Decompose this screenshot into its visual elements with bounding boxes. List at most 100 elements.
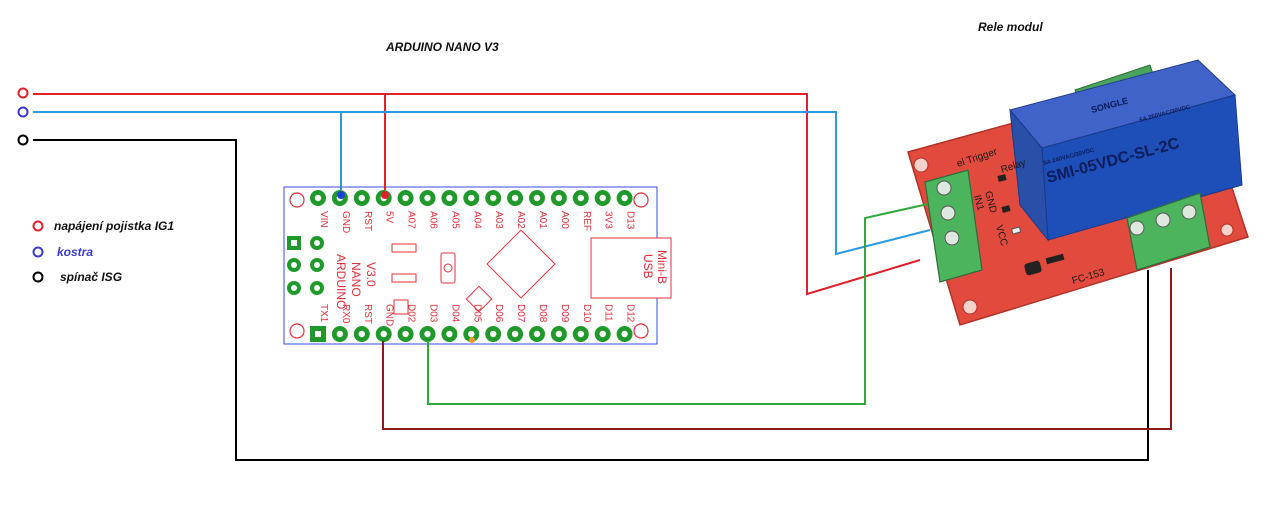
bottom-pin-hole xyxy=(533,330,541,338)
top-pin-label: A06 xyxy=(428,211,439,229)
top-pin-hole xyxy=(468,194,475,202)
terminal-power-circle xyxy=(17,87,29,99)
bottom-pin-hole xyxy=(336,330,344,338)
bottom-pin-label: D12 xyxy=(625,304,636,323)
board-text-arduino: ARDUINO xyxy=(334,254,348,309)
wire-signal-green xyxy=(427,203,929,405)
smd-led xyxy=(1011,226,1022,235)
transistor xyxy=(1024,260,1042,276)
relay-title: Rele modul xyxy=(978,20,1043,34)
legend-label: spínač ISG xyxy=(60,270,122,284)
bottom-pin-label: RST xyxy=(362,304,373,324)
bottom-pin-label: D07 xyxy=(515,304,526,323)
relay-input-terminal xyxy=(924,169,983,283)
top-pin-label: 5V xyxy=(384,211,395,224)
smd-component xyxy=(391,273,417,283)
wire-ground-blue xyxy=(33,111,931,256)
top-pin-hole xyxy=(511,194,519,202)
bottom-pin-hole xyxy=(555,330,563,338)
top-pin-hole xyxy=(490,194,497,202)
smd-resistor xyxy=(1001,205,1011,213)
bottom-pin-label: D08 xyxy=(537,304,548,323)
top-pin-label: A05 xyxy=(449,211,460,229)
bottom-pin-label: D05 xyxy=(471,304,482,323)
top-pin-label: A03 xyxy=(493,211,504,229)
wires xyxy=(33,93,1172,461)
top-pin-hole xyxy=(621,194,628,202)
relay-input-in1: IN1 xyxy=(971,194,986,212)
bottom-pin-hole xyxy=(402,330,409,338)
relay-output-terminal xyxy=(1126,192,1211,271)
bottom-pin-label: D04 xyxy=(449,304,460,323)
mounting-hole xyxy=(289,192,305,208)
bottom-pin-label: D06 xyxy=(493,304,504,323)
bottom-pin-hole xyxy=(621,330,628,338)
top-pin-hole xyxy=(424,194,431,202)
bottom-pin-label: GND xyxy=(384,304,395,326)
terminal-ground-circle xyxy=(17,106,29,118)
arduino-title: ARDUINO NANO V3 xyxy=(385,40,499,54)
icsp-header xyxy=(287,236,324,295)
top-pin-hole xyxy=(402,194,409,202)
bottom-pin-label: D11 xyxy=(603,304,614,322)
bottom-pin-label: RX0 xyxy=(340,304,351,324)
bottom-pin-hole xyxy=(380,330,387,338)
bottom-pin-hole xyxy=(599,330,606,338)
top-pin-hole xyxy=(533,194,541,202)
top-pin-hole xyxy=(358,194,365,202)
usb-type-label: Mini-B xyxy=(655,250,669,284)
relay-cube-side xyxy=(1009,108,1049,242)
crystal-dot xyxy=(443,263,453,273)
legend-label: kostra xyxy=(57,245,93,259)
top-pin-hole xyxy=(314,194,322,202)
terminal-switch-circle xyxy=(17,134,29,146)
bottom-pin-hole xyxy=(577,330,584,338)
board-text-version: V3.0 xyxy=(364,262,378,287)
smd-resistor xyxy=(997,174,1007,182)
top-pin-label: GND xyxy=(340,211,351,233)
mounting-hole xyxy=(962,299,978,315)
relay-input-vcc: VCC xyxy=(993,224,1009,247)
top-pin-label: A02 xyxy=(515,211,526,229)
usb-label: USB xyxy=(641,254,655,279)
mounting-hole xyxy=(289,323,305,339)
top-pin-hole xyxy=(599,194,606,202)
bottom-pin-label: D09 xyxy=(559,304,570,323)
top-pin-hole xyxy=(555,194,563,202)
bottom-pin-label: D10 xyxy=(581,304,592,323)
legend-marker xyxy=(32,271,44,283)
bottom-pin-label: TX1 xyxy=(318,304,329,323)
top-pin-label: RST xyxy=(362,211,373,231)
legend-marker xyxy=(32,220,44,232)
wire-power-red xyxy=(33,93,921,296)
top-pin-label: REF xyxy=(581,211,592,231)
top-pin-label: A07 xyxy=(406,211,417,229)
ground-pin-connection xyxy=(337,191,345,199)
usb-connector xyxy=(590,237,672,299)
relay-module: SONGLE SMI-05VDC-SL-2C 5A 240VAC/30VDC 5… xyxy=(907,59,1249,326)
bottom-pin-hole xyxy=(446,330,453,338)
top-pin-label: A04 xyxy=(471,211,482,229)
wire-switch-black xyxy=(33,139,1149,461)
bottom-pin-hole xyxy=(358,330,365,338)
wire-gnd-darkred xyxy=(382,268,1172,430)
bottom-pin-hole xyxy=(315,331,321,337)
mounting-hole xyxy=(633,323,649,339)
crystal xyxy=(440,252,456,284)
smd-component xyxy=(393,299,409,315)
bottom-pin-hole xyxy=(490,330,497,338)
bottom-pin-label: D02 xyxy=(406,304,417,323)
bottom-pin-hole xyxy=(424,330,431,338)
mcu-chip xyxy=(486,229,556,299)
mounting-hole xyxy=(913,157,929,173)
bottom-pin-hole xyxy=(468,330,475,338)
power-pin-connection xyxy=(381,191,389,199)
top-pin-label: D13 xyxy=(625,211,636,230)
top-pin-label: 3V3 xyxy=(603,211,614,229)
diode xyxy=(1045,253,1065,265)
